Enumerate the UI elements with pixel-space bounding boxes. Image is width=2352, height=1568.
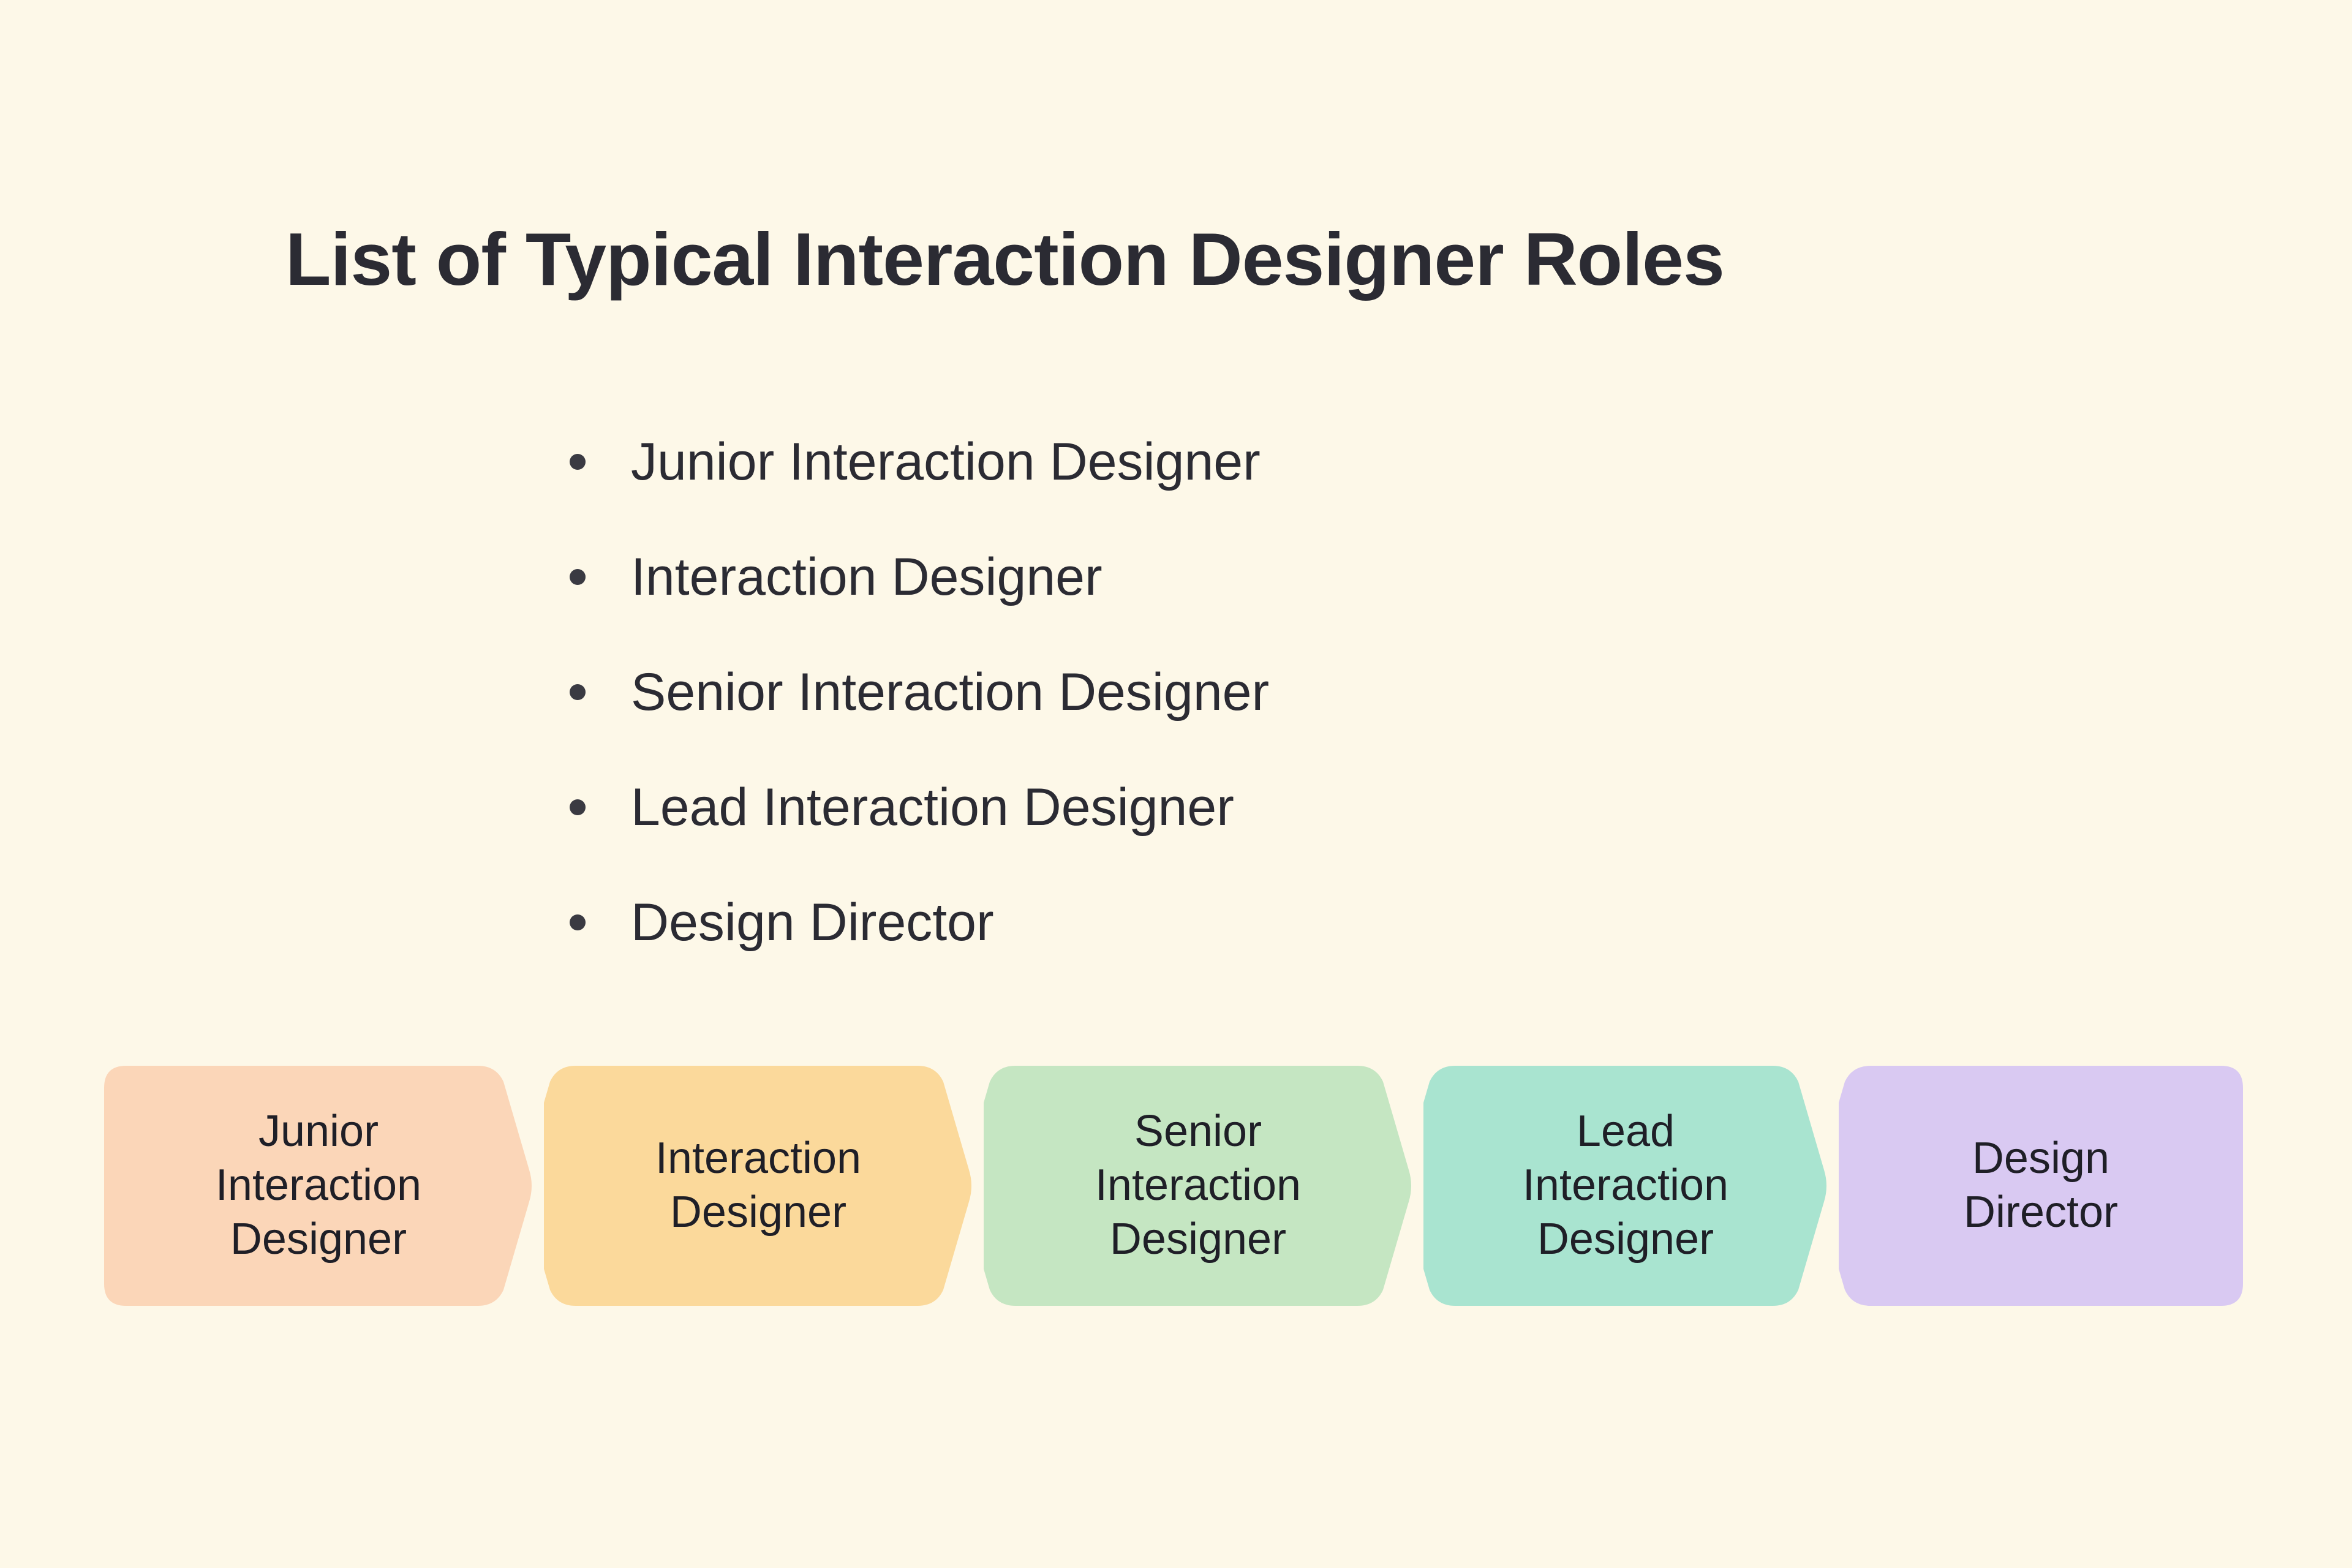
chevron-step-senior-interaction-designer: Senior Interaction Designer xyxy=(984,1066,1412,1306)
chevron-label-line: Director xyxy=(1963,1188,2119,1237)
chevron-step-junior-interaction-designer: Junior Interaction Designer xyxy=(104,1066,533,1306)
chevron-label-line: Designer xyxy=(1109,1214,1287,1264)
list-item-label: Senior Interaction Designer xyxy=(631,662,1270,722)
page-title: List of Typical Interaction Designer Rol… xyxy=(285,217,1725,301)
chevron-step-lead-interaction-designer: Lead Interaction Designer xyxy=(1423,1066,1828,1306)
chevron-shape-icon xyxy=(544,1066,973,1306)
bullet-dot-icon xyxy=(570,569,586,585)
chevron-step-label: Design Director xyxy=(1948,1132,2134,1240)
chevron-step-label: Interaction Designer xyxy=(639,1132,877,1240)
chevron-step-label: Senior Interaction Designer xyxy=(1079,1105,1317,1266)
list-item-label: Junior Interaction Designer xyxy=(631,432,1261,491)
list-item-label: Interaction Designer xyxy=(631,547,1102,606)
chevron-step-design-director: Design Director xyxy=(1839,1066,2243,1306)
chevron-step-label: Junior Interaction Designer xyxy=(200,1105,437,1266)
chevron-label-line: Interaction xyxy=(215,1161,422,1210)
chevron-step-label: Lead Interaction Designer xyxy=(1507,1105,1744,1266)
chevron-label-line: Designer xyxy=(669,1188,847,1237)
chevron-label-line: Senior xyxy=(1134,1107,1262,1156)
chevron-label-line: Interaction xyxy=(655,1134,862,1183)
chevron-flow-diagram: Junior Interaction Designer Interaction … xyxy=(104,1066,2243,1306)
bullet-dot-icon xyxy=(570,914,586,930)
list-item-label: Design Director xyxy=(631,892,994,952)
chevron-label-line: Designer xyxy=(230,1214,407,1264)
chevron-label-line: Lead xyxy=(1576,1107,1675,1156)
list-item-label: Lead Interaction Designer xyxy=(631,777,1234,837)
roles-bullet-list: Junior Interaction Designer Interaction … xyxy=(554,404,1269,980)
list-item: Senior Interaction Designer xyxy=(554,635,1269,750)
chevron-label-line: Junior xyxy=(258,1107,379,1156)
list-item: Lead Interaction Designer xyxy=(554,750,1269,865)
chevron-step-interaction-designer: Interaction Designer xyxy=(544,1066,973,1306)
bullet-dot-icon xyxy=(570,684,586,700)
chevron-shape-icon xyxy=(1839,1066,2243,1306)
chevron-label-line: Interaction xyxy=(1522,1161,1729,1210)
chevron-label-line: Designer xyxy=(1537,1214,1714,1264)
bullet-dot-icon xyxy=(570,799,586,815)
chevron-shape-icon xyxy=(1423,1066,1828,1306)
chevron-shape-icon xyxy=(104,1066,533,1306)
chevron-label-line: Design xyxy=(1972,1134,2110,1183)
list-item: Design Director xyxy=(554,865,1269,980)
bullet-dot-icon xyxy=(570,454,586,470)
chevron-shape-icon xyxy=(984,1066,1412,1306)
list-item: Interaction Designer xyxy=(554,519,1269,635)
list-item: Junior Interaction Designer xyxy=(554,404,1269,519)
chevron-label-line: Interaction xyxy=(1095,1161,1302,1210)
